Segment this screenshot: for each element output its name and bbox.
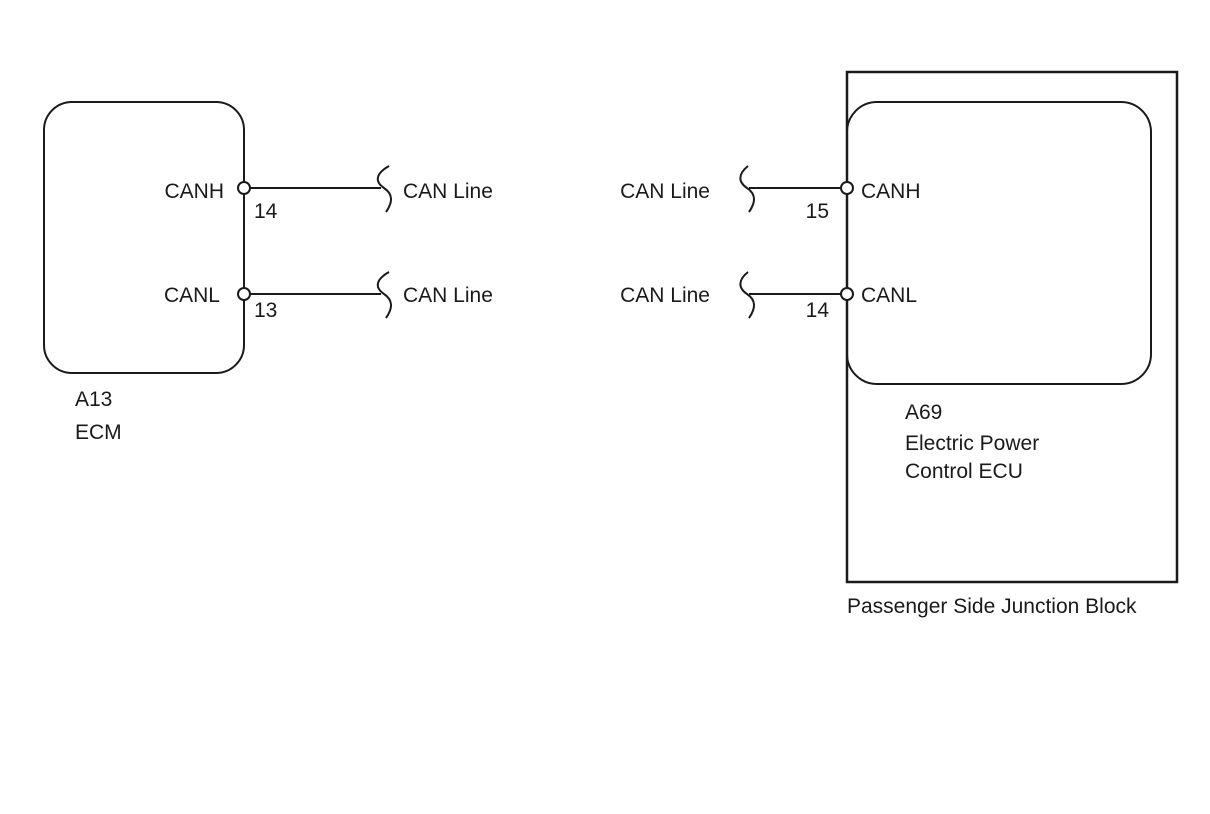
ecm-canl-pin-number: 13	[254, 299, 277, 322]
eps-canh-pin-terminal	[840, 181, 854, 195]
ecm-canh-break-mark	[376, 165, 392, 213]
eps-canh-signal-label: CANH	[861, 180, 921, 203]
junction-block-frame	[845, 70, 1179, 584]
ecm-canl-wire-label: CAN Line	[403, 284, 493, 307]
eps-canh-wire-label: CAN Line	[620, 180, 710, 203]
ecm-code-label: A13	[75, 388, 112, 411]
eps-canl-pin-number: 14	[806, 299, 830, 322]
ecm-box	[43, 101, 245, 374]
eps-canh-break-mark	[739, 165, 755, 213]
ecm-canl-signal-label: CANL	[164, 284, 220, 307]
ecm-canh-pin-terminal	[237, 181, 251, 195]
eps-canl-pin-terminal	[840, 287, 854, 301]
ecm-canl-break-mark	[376, 271, 392, 319]
ecm-canl-pin-terminal	[237, 287, 251, 301]
eps-canl-break-mark	[739, 271, 755, 319]
eps-ecu-name-line1: Electric Power	[905, 432, 1039, 455]
eps-canl-signal-label: CANL	[861, 284, 917, 307]
ecm-canh-pin-number: 14	[254, 200, 278, 223]
eps-ecu-name-line2: Control ECU	[905, 460, 1023, 483]
ecm-canh-wire-label: CAN Line	[403, 180, 493, 203]
eps-ecu-box	[846, 101, 1152, 385]
eps-canl-wire-label: CAN Line	[620, 284, 710, 307]
ecm-name-label: ECM	[75, 421, 122, 444]
eps-canh-pin-number: 15	[806, 200, 829, 223]
eps-ecu-code-label: A69	[905, 401, 942, 424]
junction-block-label: Passenger Side Junction Block	[847, 595, 1137, 618]
ecm-canh-signal-label: CANH	[164, 180, 224, 203]
